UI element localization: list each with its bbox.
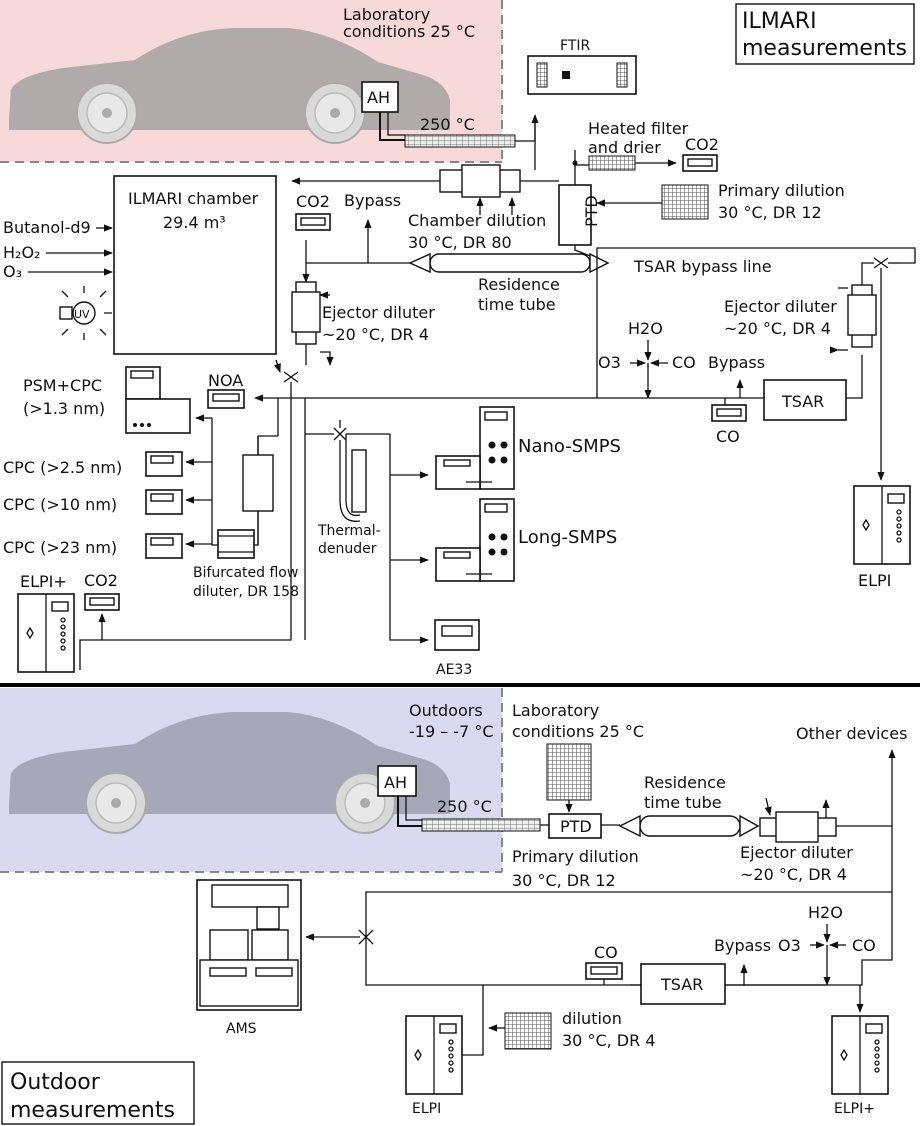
top-temp-250: 250 °C: [420, 115, 475, 134]
top-residence-tube: [429, 253, 591, 273]
bottom-temp-250: 250 °C: [437, 797, 492, 816]
bottom-elpi-plus: [831, 1015, 889, 1095]
top-co-gas: CO: [672, 353, 696, 372]
right-ejector-label: Ejector diluter~20 °C, DR 4: [724, 297, 837, 338]
top-tsar-label: TSAR: [781, 392, 824, 411]
bottom-bypass: Bypass: [714, 936, 771, 955]
input-h2o2: H₂O₂: [3, 243, 40, 262]
bottom-ejector-label: Ejector diluter~20 °C, DR 4: [740, 843, 853, 884]
ams: [196, 879, 302, 1011]
thermodenuder-label: Thermal-denuder: [317, 523, 381, 557]
bottom-primary-dilution-block: [546, 743, 592, 801]
long-smps-label: Long-SMPS: [518, 527, 617, 548]
top-elpi-plus: [17, 593, 75, 673]
top-tsar: [763, 379, 847, 421]
cpc-25-label: CPC (>2.5 nm): [3, 458, 122, 477]
input-butanol: Butanol-d9: [3, 218, 91, 237]
ams-label: AMS: [226, 1021, 257, 1037]
bottom-dilution-block: [504, 1012, 552, 1050]
uv-lamp: UV: [59, 286, 112, 340]
top-elpi-label: ELPI: [858, 571, 891, 590]
co2-top-label: CO2: [296, 192, 330, 211]
other-devices-label: Other devices: [796, 724, 907, 743]
bottom-ptd-label: PTD: [560, 817, 592, 836]
long-smps: [435, 498, 515, 582]
bottom-co-box-label: CO: [594, 943, 618, 962]
input-o3: O₃: [3, 262, 22, 281]
outdoors-label: Outdoors-19 – -7 °C: [409, 701, 494, 741]
bottom-o3: O3: [778, 936, 801, 955]
ftir-label: FTIR: [560, 38, 590, 54]
nano-smps: [435, 406, 515, 490]
bottom-co-gas: CO: [852, 936, 876, 955]
psm-label: PSM+CPC(>1.3 nm): [23, 376, 105, 418]
thermodenuder: [351, 449, 367, 513]
ilmari-chamber: [113, 175, 277, 355]
bottom-tsar: [640, 963, 726, 1005]
top-elpi: [853, 485, 911, 565]
co2-right-label: CO2: [685, 135, 719, 154]
bottom-title-box: [1, 1061, 195, 1125]
cpc-10-box: [145, 489, 183, 515]
noa-label: NOA: [208, 371, 243, 390]
bifurcated-filter: [242, 454, 274, 512]
left-ejector-label: Ejector diluter~20 °C, DR 4: [322, 303, 435, 344]
ae33-label: AE33: [436, 662, 472, 678]
co2-left-label: CO2: [84, 571, 118, 590]
top-ah-label: AH: [367, 88, 390, 107]
top-tsar-bypass: Bypass: [708, 353, 765, 372]
top-heated-line: [404, 134, 516, 148]
nano-smps-label: Nano-SMPS: [518, 436, 621, 457]
heated-filter: [588, 155, 636, 171]
bottom-ah-label: AH: [384, 773, 407, 792]
top-bypass: Bypass: [344, 191, 401, 210]
top-co-label: CO: [716, 427, 740, 446]
bottom-h2o: H2O: [808, 903, 843, 922]
top-h2o: H2O: [628, 319, 663, 338]
top-elpi-plus-label: ELPI+: [20, 572, 67, 591]
bottom-residence-tube: [639, 815, 741, 837]
bottom-elpi: [405, 1015, 463, 1095]
bifurcated-diluter: [217, 529, 255, 559]
tsar-bypass-line-label: TSAR bypass line: [633, 257, 772, 276]
top-ptd-label: PTD: [582, 195, 601, 227]
bottom-elpi-plus-label: ELPI+: [834, 1101, 875, 1117]
bottom-ptd: [548, 813, 602, 839]
cpc-23-box: [145, 533, 183, 559]
bottom-tsar-label: TSAR: [660, 975, 703, 994]
svg-text:UV: UV: [74, 308, 90, 321]
bottom-heated-line: [421, 818, 541, 832]
top-o3: O3: [598, 353, 621, 372]
cpc-23-label: CPC (>23 nm): [3, 538, 117, 557]
top-primary-dilution-block: [661, 184, 709, 220]
top-title-box: [735, 3, 915, 65]
cpc-10-label: CPC (>10 nm): [3, 495, 117, 514]
cpc-25-box: [145, 451, 183, 477]
bottom-elpi-label: ELPI: [412, 1101, 441, 1117]
